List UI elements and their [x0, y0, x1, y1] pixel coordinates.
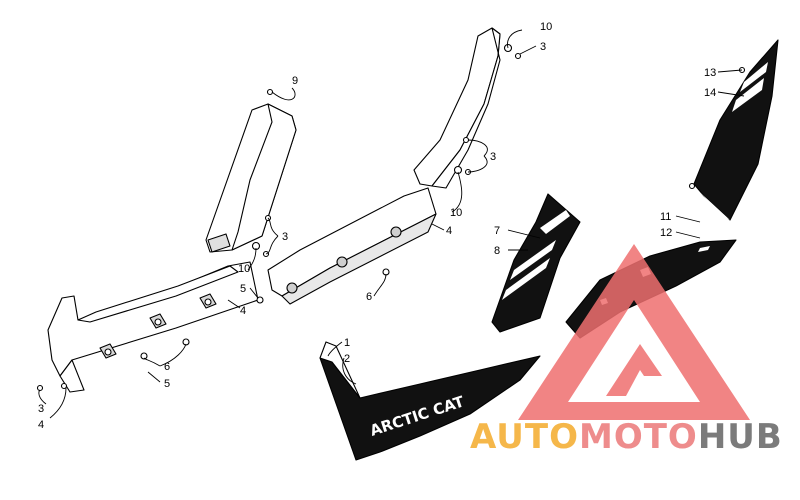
callout-8: 8 — [494, 245, 500, 257]
callout-3: 3 — [490, 151, 496, 163]
fasteners — [36, 43, 746, 392]
callout-3: 3 — [540, 41, 546, 53]
decal-middle — [491, 193, 581, 333]
fastener — [266, 88, 274, 96]
callout-6: 6 — [366, 291, 372, 303]
watermark-logo — [518, 244, 750, 420]
decal-upper-right — [693, 39, 779, 221]
callout-4: 4 — [446, 225, 452, 237]
left-pillar-panel — [205, 103, 297, 253]
center-pillar-panel — [413, 27, 501, 189]
callout-10: 10 — [450, 207, 462, 219]
svg-text:AUTOMOTOHUB: AUTOMOTOHUB — [470, 417, 783, 457]
callout-7: 7 — [494, 225, 500, 237]
watermark-text: AUTOMOTOHUB — [470, 417, 783, 457]
watermark-word-moto: MOTO — [579, 417, 698, 457]
watermark-triangle-icon — [518, 244, 750, 420]
callout-11: 11 — [660, 211, 671, 223]
callout-4: 4 — [38, 419, 44, 431]
fastener — [140, 352, 148, 360]
left-lower-sill-panel — [47, 261, 259, 393]
fastener — [256, 296, 264, 304]
callout-5: 5 — [164, 378, 170, 390]
callout-9: 9 — [292, 75, 298, 87]
callout-6: 6 — [164, 361, 170, 373]
callout-3: 3 — [38, 403, 44, 415]
callout-2: 2 — [344, 353, 350, 365]
watermark-inner-mark-icon — [606, 344, 662, 396]
callout-1: 1 — [344, 337, 350, 349]
watermark-word-auto: AUTO — [470, 417, 579, 457]
callout-labels: 9 10 3 3 10 4 3 10 5 4 6 6 5 3 4 13 14 7… — [38, 21, 716, 431]
leader-lines — [38, 29, 745, 419]
center-lower-sill-panel — [267, 187, 437, 305]
fastener — [36, 384, 44, 392]
fastener — [514, 52, 522, 60]
watermark-word-hub: HUB — [698, 417, 783, 457]
callout-10: 10 — [540, 21, 552, 33]
fastener — [688, 182, 696, 190]
callout-14: 14 — [704, 87, 716, 99]
fastener — [60, 382, 68, 390]
fastener — [462, 136, 470, 144]
callout-5: 5 — [240, 283, 246, 295]
callout-4: 4 — [240, 305, 246, 317]
callout-13: 13 — [704, 67, 716, 79]
callout-10: 10 — [238, 263, 250, 275]
callout-12: 12 — [660, 227, 672, 239]
callout-3: 3 — [282, 231, 288, 243]
